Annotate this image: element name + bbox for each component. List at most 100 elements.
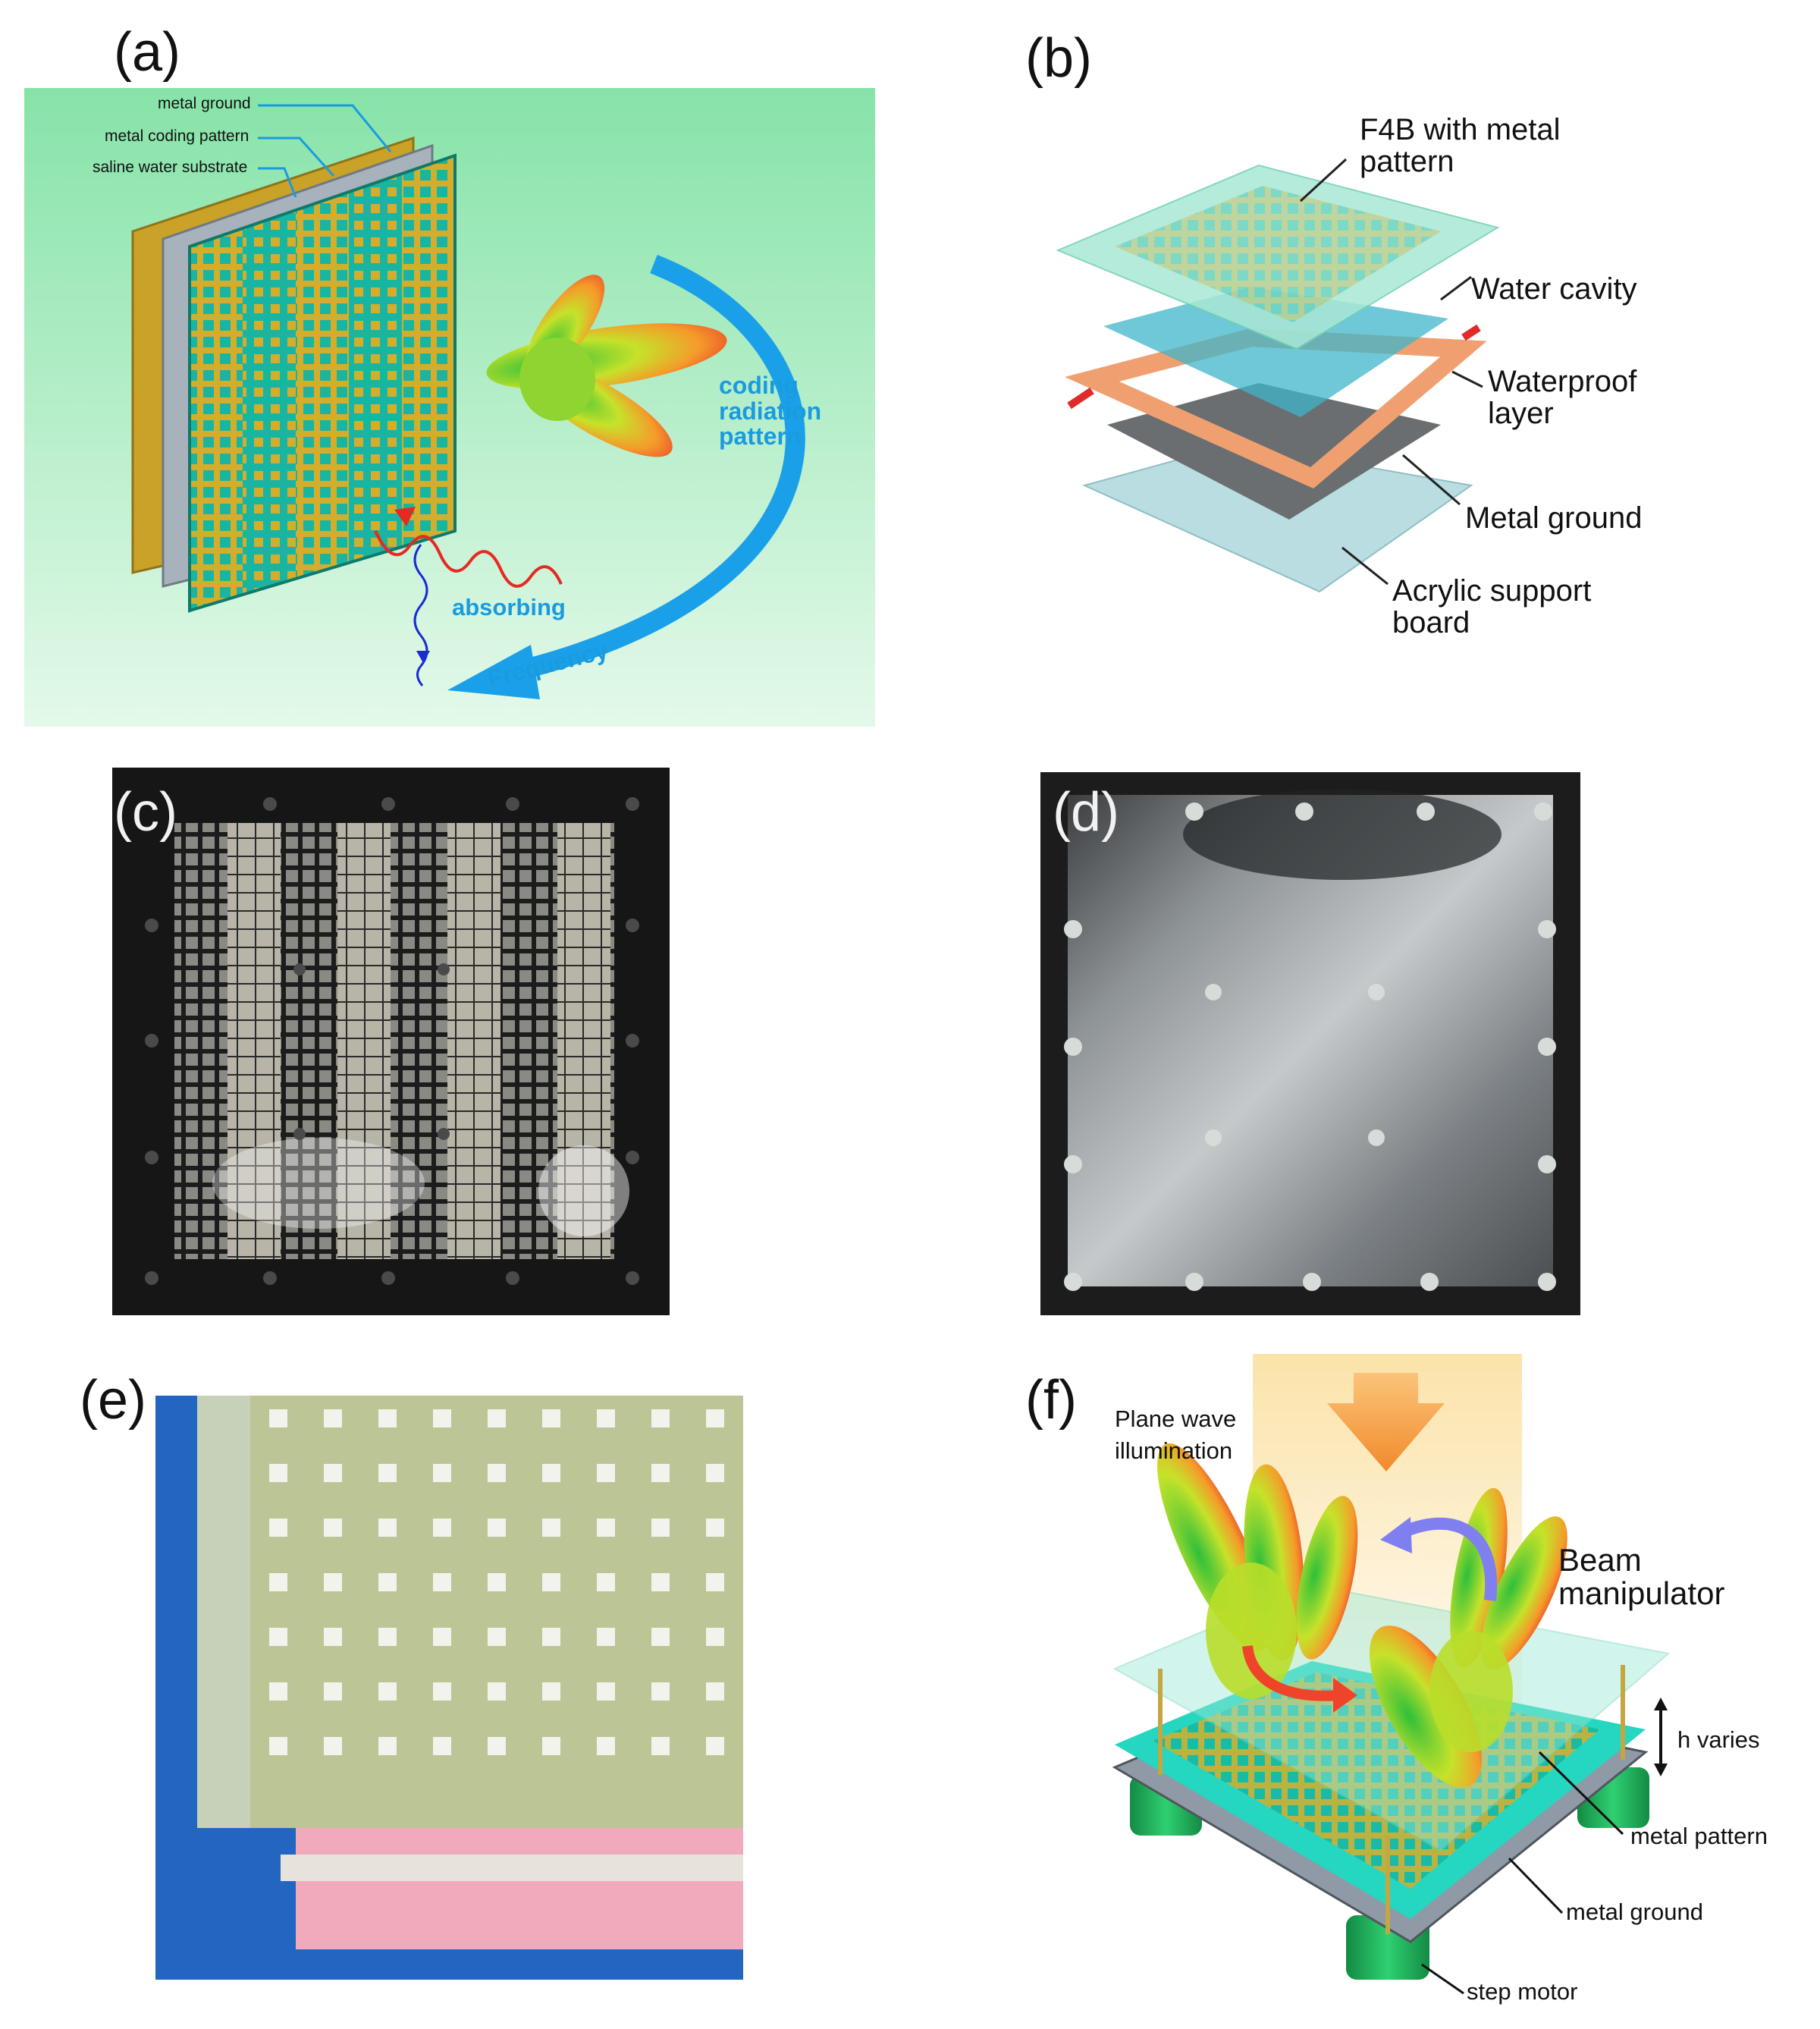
pattern-square [542,1628,560,1646]
pattern-square [378,1737,397,1755]
pattern-square [269,1737,287,1755]
pattern-square [324,1737,342,1755]
pattern-square [597,1464,615,1482]
f4b-board-pattern [1115,186,1441,322]
pink-layer-2 [281,1855,743,1881]
pattern-square [542,1682,560,1701]
leader-waterproof [1451,370,1483,388]
pattern-square [542,1737,560,1755]
pattern-square [542,1573,560,1591]
panel-a-illustration [24,88,875,727]
leader-f4b [1299,158,1348,203]
pattern-square [269,1682,287,1701]
f4b-sheet [197,1396,743,1828]
solid-stripe-4 [557,823,610,1259]
panel-e-photo [155,1396,743,1980]
label-plane-wave: Plane wave illumination [1115,1403,1236,1467]
pattern-square [651,1519,670,1537]
label-radiation: radiation [719,397,822,425]
pattern-square [706,1682,724,1701]
label-metal-ground-b: Metal ground [1465,501,1643,535]
panel-b-letter: (b) [1025,28,1092,89]
pattern-square [706,1409,724,1428]
pattern-square [269,1464,287,1482]
h-arrowhead-top [1654,1698,1668,1710]
pattern-square [542,1409,560,1428]
pattern-square [378,1682,397,1701]
label-metal-pattern-f: metal pattern [1630,1823,1768,1849]
rotate-arrowhead-blue [1380,1517,1412,1553]
pattern-square [706,1737,724,1755]
sheet-reflection [1183,789,1502,880]
label-water-cavity: Water cavity [1471,272,1637,306]
label-metal-ground: metal ground [158,95,251,112]
label-waterproof-layer: Waterproof layer [1488,366,1636,429]
square-pattern-grid [269,1409,724,1755]
pattern-square [597,1409,615,1428]
leader-substrate [258,167,297,198]
pattern-square [597,1737,615,1755]
glare-2 [538,1145,629,1236]
pattern-square [651,1682,670,1701]
label-beam-manipulator: Beam manipulator [1558,1542,1724,1610]
plane-wave-arrow [1327,1373,1445,1471]
pattern-square [597,1682,615,1701]
pattern-square [488,1628,506,1646]
pattern-square [597,1628,615,1646]
leader-step-motor [1421,1963,1464,1995]
label-h-varies: h varies [1677,1726,1760,1753]
panel-e-letter: (e) [80,1370,146,1431]
pattern-square [324,1682,342,1701]
leader-metal-ground-b [1402,454,1461,506]
frequency-arc-arrow [528,254,805,677]
leader-metal-ground [258,104,392,152]
panel-f-letter: (f) [1025,1370,1077,1431]
pattern-square [488,1573,506,1591]
panel-f-illustration [1112,1354,1671,1995]
solid-stripe-2 [337,823,391,1259]
label-waterproof-line2: layer [1488,397,1554,430]
label-absorbing: absorbing [452,594,566,620]
pattern-square [269,1519,287,1537]
pattern-square [488,1519,506,1537]
pattern-square [433,1464,451,1482]
pattern-square [488,1682,506,1701]
solid-stripe-3 [447,823,500,1259]
label-beam: Beam [1558,1542,1642,1578]
absorbing-reflected-wave [413,544,428,686]
pattern-square [651,1628,670,1646]
label-waterproof-line1: Waterproof [1488,365,1637,398]
leader-water-cavity [1440,275,1472,301]
label-metal-coding-pattern: metal coding pattern [105,127,249,145]
panel-d-photo [1040,772,1580,1315]
leader-metal-ground-f [1508,1857,1564,1914]
pattern-square [378,1519,397,1537]
glare [212,1138,425,1229]
pattern-square [651,1409,670,1428]
metal-coding-pattern-layer [188,153,457,613]
panel-a-letter: (a) [114,22,180,83]
pattern-square [651,1737,670,1755]
pattern-square [269,1628,287,1646]
absorbing-incident-wave [374,530,563,588]
pattern-square [597,1519,615,1537]
absorbing-reflected-arrowhead [416,651,430,663]
pattern-square [378,1628,397,1646]
pattern-square [324,1573,342,1591]
pattern-square [433,1628,451,1646]
pattern-square [433,1409,451,1428]
pattern-square [324,1519,342,1537]
label-coding: coding [719,372,799,399]
pattern-square [706,1464,724,1482]
panel-c-photo [112,768,670,1315]
label-acrylic-line2: board [1392,606,1470,639]
label-step-motor: step motor [1467,1978,1578,2005]
pattern-square [433,1519,451,1537]
absorbing-incident-arrowhead [394,507,416,526]
pattern-square [597,1573,615,1591]
pattern-square [542,1464,560,1482]
pattern-square [488,1409,506,1428]
label-plane-wave-line1: Plane wave [1115,1406,1237,1432]
label-plane-wave-line2: illumination [1115,1437,1233,1464]
label-f4b-line2: pattern [1360,145,1454,178]
